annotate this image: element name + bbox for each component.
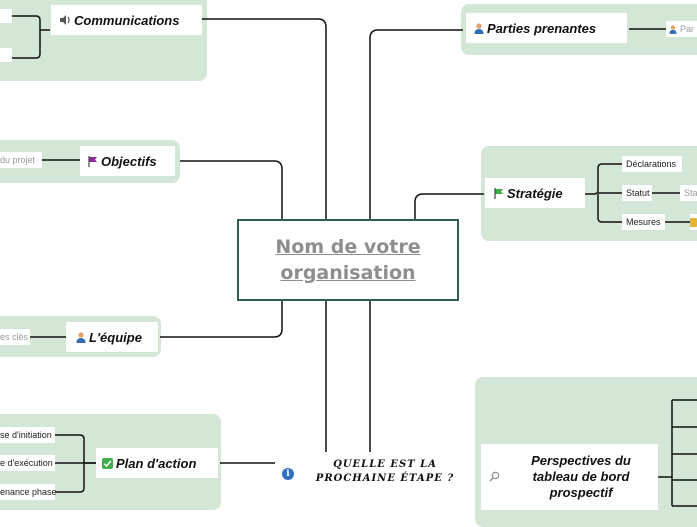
- objectifs-label: Objectifs: [101, 153, 157, 169]
- strategie-child-declarations-label: Déclarations: [626, 159, 677, 169]
- objectifs-child-label: du projet: [0, 155, 36, 165]
- node-plan-action[interactable]: Plan d'action: [96, 448, 218, 478]
- node-objectifs[interactable]: Objectifs: [80, 146, 175, 176]
- node-communications[interactable]: Communications: [51, 5, 202, 35]
- central-topic[interactable]: Nom de votre organisation: [237, 219, 459, 301]
- equipe-child-label: es clés: [0, 332, 29, 342]
- plan-action-child-3-label: enance phase: [0, 487, 57, 497]
- strategie-child-mesures[interactable]: Mesures: [622, 214, 665, 230]
- plan-action-child-2[interactable]: e d'exécution: [0, 455, 55, 471]
- strategie-child-statut-label: Statut: [626, 188, 650, 198]
- parties-prenantes-label: Parties prenantes: [487, 20, 597, 36]
- objectifs-child[interactable]: du projet: [0, 152, 42, 168]
- equipe-child[interactable]: es clés: [0, 329, 30, 345]
- person-icon: [474, 22, 484, 34]
- strategie-statut-child[interactable]: Sta: [680, 185, 697, 201]
- communications-child-1[interactable]: [0, 9, 12, 23]
- communications-label: Communications: [74, 12, 180, 28]
- person-icon: [669, 24, 677, 34]
- checkmark-icon: [102, 457, 113, 469]
- speaker-icon: [59, 15, 71, 25]
- strategie-child-statut[interactable]: Statut: [622, 185, 652, 201]
- parties-prenantes-child-label: Par: [680, 24, 695, 34]
- purple-flag-icon: [88, 155, 98, 167]
- folder-icon: [690, 217, 697, 227]
- parties-prenantes-child[interactable]: Par: [666, 21, 697, 37]
- node-equipe[interactable]: L'équipe: [66, 322, 158, 352]
- person-icon: [76, 331, 86, 343]
- plan-action-child-3[interactable]: enance phase: [0, 484, 57, 500]
- strategie-child-mesures-label: Mesures: [626, 217, 661, 227]
- node-strategie[interactable]: Stratégie: [485, 178, 585, 208]
- plan-action-label: Plan d'action: [116, 455, 197, 471]
- node-perspectives[interactable]: Perspectives du tableau de bord prospect…: [481, 444, 658, 510]
- perspectives-label: Perspectives du tableau de bord prospect…: [531, 453, 631, 500]
- mesures-child[interactable]: [690, 214, 697, 230]
- next-step-label[interactable]: QUELLE EST LA PROCHAINE ÉTAPE ?: [315, 459, 455, 484]
- green-flag-icon: [494, 187, 504, 199]
- communications-child-2[interactable]: [0, 48, 12, 62]
- strategie-statut-child-label: Sta: [684, 188, 697, 198]
- info-icon: i: [282, 468, 294, 480]
- plan-action-child-1[interactable]: se d'initiation: [0, 427, 55, 443]
- plan-action-child-2-label: e d'exécution: [0, 458, 53, 468]
- central-title: Nom de votre organisation: [275, 236, 421, 284]
- equipe-label: L'équipe: [89, 329, 142, 345]
- node-parties-prenantes[interactable]: Parties prenantes: [466, 13, 627, 43]
- magnifier-icon: [489, 471, 500, 482]
- strategie-child-declarations[interactable]: Déclarations: [622, 156, 682, 172]
- plan-action-child-1-label: se d'initiation: [0, 430, 52, 440]
- strategie-label: Stratégie: [507, 185, 563, 201]
